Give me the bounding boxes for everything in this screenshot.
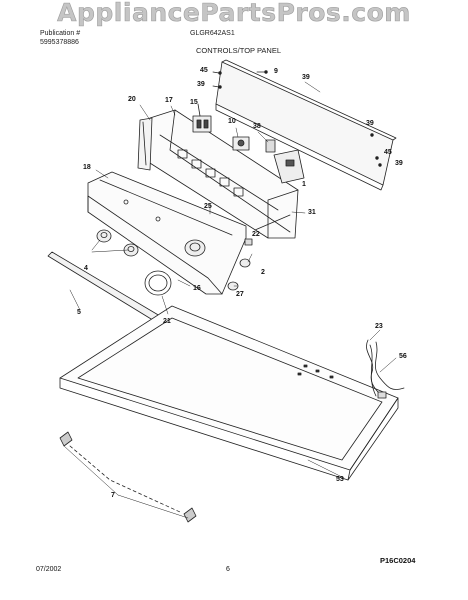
callout-56: 56 [399, 353, 407, 360]
callout-25: 25 [204, 203, 212, 210]
callout-23: 23 [375, 323, 383, 330]
footer-page-number: 6 [226, 566, 230, 573]
trim-strip [47, 251, 161, 323]
callout-22: 22 [252, 231, 260, 238]
callout-1: 1 [302, 181, 306, 188]
end-cap [137, 117, 153, 171]
callout-45: 45 [384, 149, 392, 156]
control-housing [141, 109, 299, 239]
callout-39: 39 [302, 74, 310, 81]
switch-component [232, 136, 250, 151]
callout-39: 39 [197, 81, 205, 88]
leader-lines [63, 81, 397, 519]
publication-label: Publication # [40, 30, 81, 37]
selector-switch [265, 139, 276, 153]
callout-45: 45 [200, 67, 208, 74]
callout-38: 38 [253, 123, 261, 130]
console-panel [87, 171, 247, 295]
electronic-module [273, 149, 305, 184]
callout-18: 18 [83, 164, 91, 171]
wire-harness [366, 339, 405, 399]
screw-icons [212, 70, 382, 167]
callout-9: 9 [274, 68, 278, 75]
knob-icons [96, 229, 206, 257]
section-title: CONTROLS/TOP PANEL [196, 46, 282, 55]
callout-5: 5 [77, 309, 81, 316]
timer-component [192, 103, 212, 133]
callout-21: 21 [163, 318, 171, 325]
back-panel [215, 59, 397, 191]
diagram-code: P16C0204 [380, 556, 416, 565]
footer-date: 07/2002 [36, 566, 62, 573]
light-ring [144, 270, 172, 296]
callout-10: 10 [228, 118, 236, 125]
callout-20: 20 [128, 96, 136, 103]
callout-17: 17 [165, 97, 173, 104]
callout-53: 53 [336, 476, 344, 483]
publication-number: 5995378886 [40, 39, 79, 46]
callout-4: 4 [84, 265, 88, 272]
model-number: GLGR642AS1 [190, 30, 235, 37]
callout-39: 39 [366, 120, 374, 127]
callout-2: 2 [261, 269, 265, 276]
clip-icons [59, 431, 197, 523]
callout-15: 15 [190, 99, 198, 106]
callout-27: 27 [236, 291, 244, 298]
callout-31: 31 [308, 209, 316, 216]
callout-39: 39 [395, 160, 403, 167]
callout-16: 16 [193, 285, 201, 292]
top-panel [59, 305, 399, 481]
callout-7: 7 [111, 492, 115, 499]
small-parts [227, 238, 253, 291]
watermark: AppliancePartsPros.com [57, 0, 411, 27]
